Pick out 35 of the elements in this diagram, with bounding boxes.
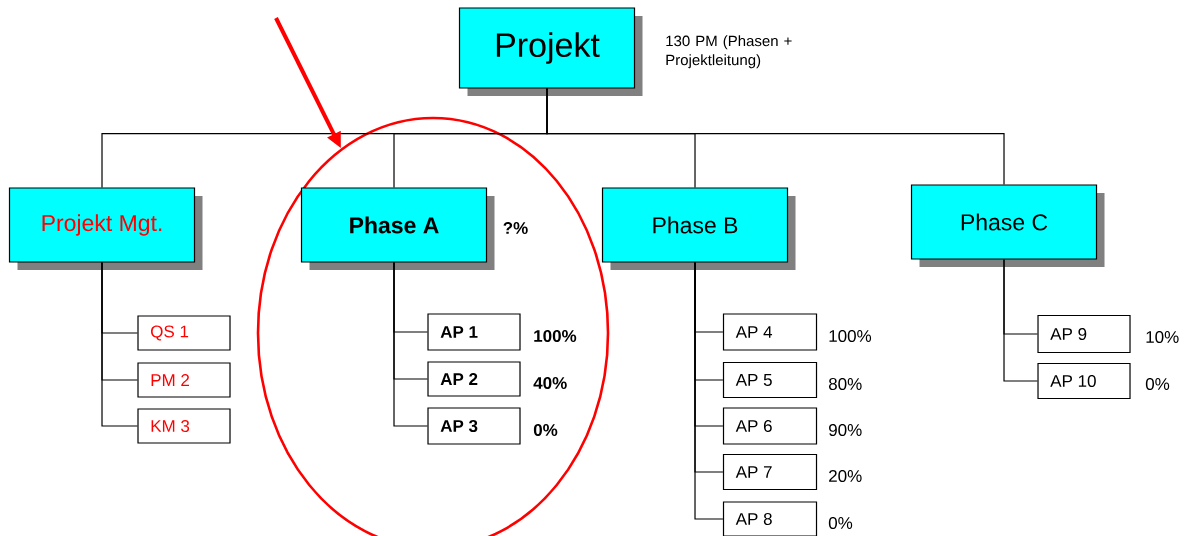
- percent-label: 80%: [828, 378, 862, 391]
- work-package-box: AP 6: [722, 407, 818, 445]
- connector-line: [101, 262, 138, 427]
- work-package-box: AP 5: [722, 361, 818, 399]
- work-package-box: AP 10: [1037, 362, 1131, 400]
- work-package-box: AP 7: [722, 453, 818, 491]
- connector-line: [393, 262, 428, 427]
- percent-label: 40%: [533, 377, 567, 390]
- connector-line: [546, 88, 1005, 185]
- phase-box: Phase B: [601, 187, 796, 270]
- percent-label: 10%: [1146, 331, 1179, 344]
- percent-label: 0%: [828, 517, 853, 530]
- work-package-box: AP 8: [722, 501, 818, 536]
- percent-label: 100%: [829, 330, 872, 343]
- phase-box: Phase C: [910, 184, 1105, 267]
- work-package-box: PM 2: [137, 362, 231, 398]
- work-package-box: AP 3: [427, 407, 521, 445]
- connector-line: [1003, 259, 1038, 382]
- work-package-box: AP 2: [427, 361, 521, 397]
- annotation-text: 130 PM (Phasen + Projektleitung): [666, 35, 792, 69]
- percent-label: 0%: [1145, 378, 1170, 391]
- percent-label: 20%: [829, 470, 862, 483]
- phase-box: Phase A: [300, 187, 495, 270]
- work-package-box: AP 9: [1037, 314, 1131, 354]
- percent-label: 100%: [534, 330, 577, 343]
- project-box: Projekt: [458, 7, 643, 96]
- percent-label: 0%: [533, 424, 558, 437]
- percent-label: 90%: [829, 424, 862, 437]
- connector-line: [694, 262, 724, 520]
- phase-box: Projekt Mgt.: [8, 187, 203, 270]
- work-package-box: AP 1: [427, 313, 521, 351]
- percent-label: ?%: [503, 222, 528, 234]
- work-package-box: QS 1: [137, 315, 231, 351]
- work-package-box: AP 4: [722, 313, 818, 351]
- work-package-box: KM 3: [137, 408, 231, 444]
